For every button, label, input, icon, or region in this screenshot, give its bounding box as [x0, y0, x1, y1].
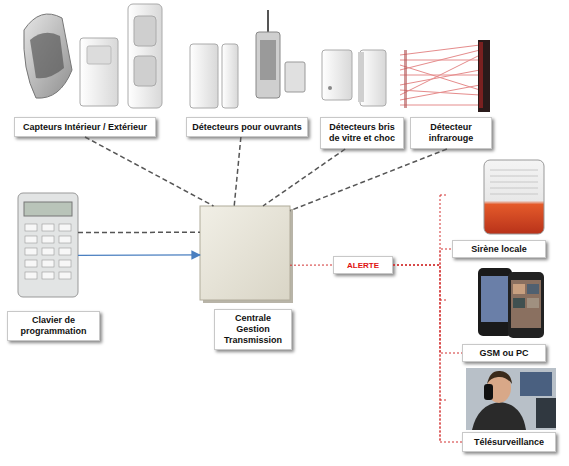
node-text: GSM ou PC — [480, 348, 529, 359]
operator-photo — [466, 368, 556, 430]
node-text: Sirène locale — [471, 244, 527, 255]
bracket-tick — [440, 400, 448, 401]
connector — [263, 149, 345, 206]
connector — [290, 149, 447, 211]
connector — [78, 232, 200, 234]
alert-box: ALERTE — [333, 256, 393, 274]
node-text: Télésurveillance — [474, 437, 544, 448]
connector — [85, 137, 214, 206]
connector — [393, 265, 462, 442]
motion-sensors — [24, 4, 162, 108]
control-panel-cabinet — [200, 206, 293, 303]
connector — [393, 265, 462, 353]
output-label: GSM ou PC — [462, 344, 546, 362]
phones — [478, 268, 544, 338]
glass-break-detectors — [322, 50, 386, 106]
connector — [290, 265, 333, 266]
door-contacts — [190, 10, 305, 108]
connector — [78, 254, 200, 256]
connector — [234, 137, 241, 206]
bracket-tick — [440, 195, 448, 196]
siren — [484, 160, 544, 234]
node-caption: Clavier de programmation — [7, 311, 100, 341]
node-text: Détecteur infrarouge — [414, 122, 488, 144]
infrared-barrier — [400, 40, 490, 112]
bracket-tick — [440, 300, 448, 301]
node-text: Détecteurs pour ouvrants — [192, 122, 302, 133]
category-label: Détecteurs bris de vitre et choc — [320, 117, 404, 149]
control-panel-node: Centrale Gestion Transmission — [200, 206, 290, 300]
category-label: Capteurs Intérieur / Extérieur — [14, 117, 156, 137]
node-caption: Centrale Gestion Transmission — [214, 309, 292, 350]
node-text: Détecteurs bris de vitre et choc — [324, 122, 400, 144]
keypad-node: Clavier de programmation — [18, 193, 78, 297]
keypad — [18, 193, 78, 297]
output-label: Sirène locale — [452, 240, 546, 258]
output-bracket — [440, 195, 441, 442]
category-label: Détecteur infrarouge — [410, 117, 492, 149]
connector — [393, 249, 452, 265]
output-label: Télésurveillance — [462, 432, 556, 452]
node-text: Capteurs Intérieur / Extérieur — [23, 122, 147, 133]
node-text: ALERTE — [347, 260, 379, 271]
category-label: Détecteurs pour ouvrants — [186, 117, 308, 137]
